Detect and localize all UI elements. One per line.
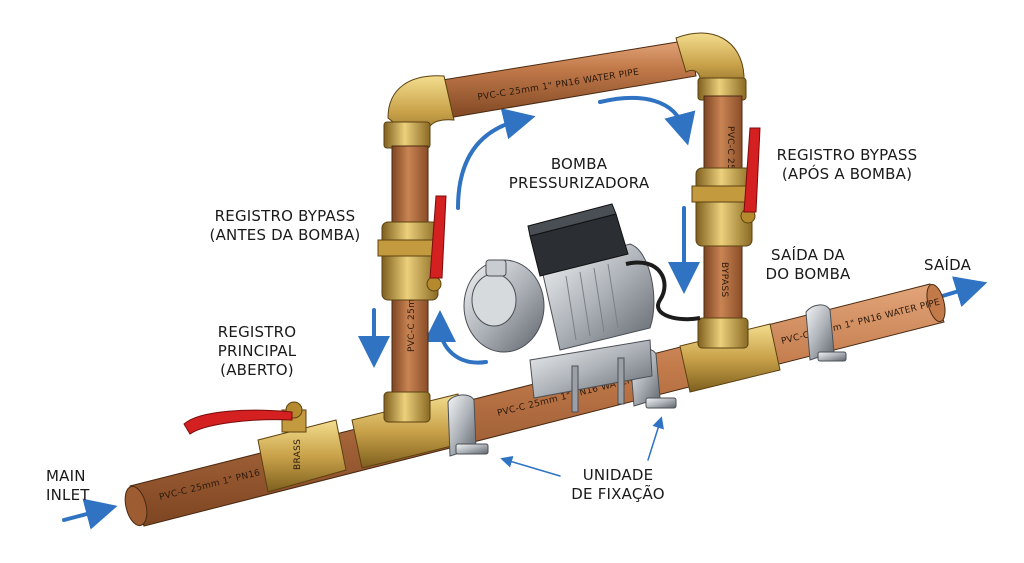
label-registro-bypass-antes: REGISTRO BYPASS (ANTES DA BOMBA) <box>202 207 368 245</box>
pump-return-arrow <box>424 310 488 365</box>
elbow-top-right <box>675 32 747 101</box>
bypass-top-pipe: PVC-C 25mm 1" PN16 WATER PIPE <box>429 39 697 121</box>
elbow-top-left <box>383 75 455 150</box>
bomba-line-2: PRESSURIZADORA <box>508 174 650 192</box>
tee-left <box>351 391 469 469</box>
bypass-after-handle <box>743 127 761 213</box>
registro-principal-line-2: PRINCIPAL <box>217 342 297 360</box>
label-saida-bomba: SAÍDA DA DO BOMBA <box>758 246 858 284</box>
top-right-curve-arrow <box>598 95 696 146</box>
saida-bomba-line-1: SAÍDA DA <box>771 246 845 264</box>
clamp-1 <box>447 394 489 457</box>
registro-bypass-apos-line-2: (APÓS A BOMBA) <box>781 165 913 183</box>
label-main-inlet: MAIN INLET <box>46 467 90 505</box>
inlet-arrow <box>62 498 118 530</box>
main-inlet-line-1: MAIN <box>46 467 86 485</box>
unidade-fixacao-line-1: UNIDADE <box>582 466 654 484</box>
fixing-arrow-right <box>647 416 664 461</box>
label-registro-principal: REGISTRO PRINCIPAL (ABERTO) <box>212 323 302 380</box>
bypass-valve-after[interactable]: BYPASS <box>691 127 761 297</box>
registro-bypass-apos-line-1: REGISTRO BYPASS <box>776 146 918 164</box>
registro-bypass-antes-line-2: (ANTES DA BOMBA) <box>209 226 361 244</box>
right-riser: PVC-C 25mm <box>703 95 743 331</box>
label-saida: SAÍDA <box>924 256 971 275</box>
label-bomba: BOMBA PRESSURIZADORA <box>504 155 654 193</box>
saida-bomba-line-2: DO BOMBA <box>765 265 851 283</box>
unidade-fixacao-line-2: DE FIXAÇÃO <box>571 485 665 503</box>
main-inlet-line-2: INLET <box>46 486 90 504</box>
bypass-valve-before[interactable] <box>377 195 447 301</box>
registro-principal-line-1: REGISTRO <box>217 323 297 341</box>
bypass-before-handle <box>429 195 447 279</box>
fixing-arrow-left <box>500 455 561 477</box>
tee-right <box>679 317 781 393</box>
left-riser: PVC-C 25mm <box>391 145 429 407</box>
right-riser-marking: PVC-C 25mm <box>725 126 735 188</box>
left-riser-marking: PVC-C 25mm <box>407 290 417 352</box>
up-curve-arrow <box>456 108 536 210</box>
registro-principal-line-3: (ABERTO) <box>220 361 294 379</box>
main-valve-marking: BRASS <box>293 439 303 470</box>
pump[interactable] <box>463 203 701 413</box>
label-unidade-fixacao: UNIDADE DE FIXAÇÃO <box>566 466 670 504</box>
bypass-valve-marking: BYPASS <box>719 262 729 297</box>
clamp-3 <box>805 304 847 362</box>
registro-bypass-antes-line-1: REGISTRO BYPASS <box>214 207 356 225</box>
main-valve-handle <box>183 409 293 435</box>
saida-line-1: SAÍDA <box>924 256 972 274</box>
bomba-line-1: BOMBA <box>550 155 608 173</box>
main-valve[interactable]: BRASS <box>183 401 347 493</box>
label-registro-bypass-apos: REGISTRO BYPASS (APÓS A BOMBA) <box>772 146 922 184</box>
